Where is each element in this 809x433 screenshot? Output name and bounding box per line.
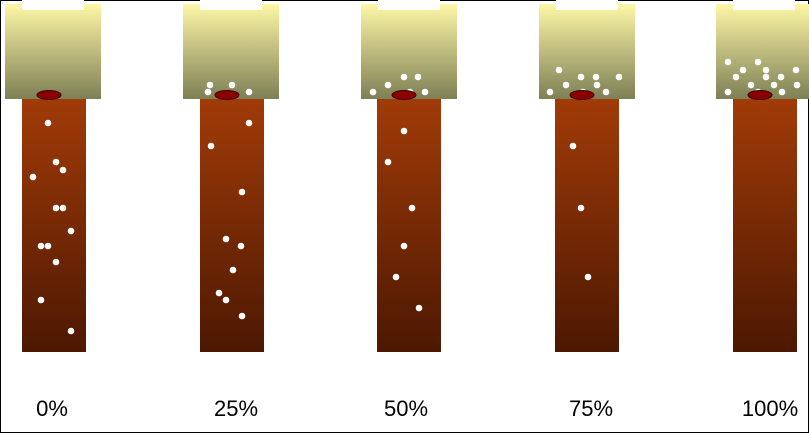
particle <box>59 204 67 212</box>
particle <box>229 266 237 274</box>
particle <box>369 88 377 96</box>
opening <box>747 90 773 100</box>
particle <box>777 73 785 81</box>
opening <box>569 90 595 100</box>
particle <box>555 66 563 74</box>
particle <box>400 242 408 250</box>
upper-chamber <box>539 4 635 99</box>
particle <box>747 81 755 89</box>
particle <box>29 173 37 181</box>
stage-3 <box>539 0 635 352</box>
particle <box>724 58 732 66</box>
stage-1 <box>183 0 279 352</box>
lower-column <box>733 99 797 352</box>
particle <box>222 296 230 304</box>
opening <box>36 90 62 100</box>
particle <box>245 119 253 127</box>
particle <box>415 304 423 312</box>
particle <box>44 242 52 250</box>
stage-label-25: 25% <box>213 396 259 421</box>
stage-label-100: 100% <box>741 396 799 421</box>
particle <box>793 81 801 89</box>
particle <box>584 273 592 281</box>
particle <box>384 81 392 89</box>
particle <box>52 258 60 266</box>
particle <box>207 142 215 150</box>
particle <box>52 204 60 212</box>
particle <box>762 66 770 74</box>
particle <box>215 289 223 297</box>
stage-label-75: 75% <box>568 396 614 421</box>
particle <box>67 227 75 235</box>
particle <box>245 88 253 96</box>
upper-chamber <box>361 4 457 99</box>
upper-chamber <box>716 4 809 99</box>
particle <box>37 242 45 250</box>
opening <box>214 90 240 100</box>
particle <box>237 242 245 250</box>
particle <box>615 73 623 81</box>
particle <box>577 73 585 81</box>
particle <box>238 312 246 320</box>
particle <box>754 58 762 66</box>
top-opening <box>378 0 440 10</box>
particle <box>37 296 45 304</box>
particle <box>762 73 770 81</box>
stage-2 <box>361 0 457 352</box>
particle <box>593 81 601 89</box>
particle <box>400 73 408 81</box>
stage-4 <box>716 0 809 352</box>
particle <box>206 81 214 89</box>
particle <box>228 81 236 89</box>
particle <box>52 158 60 166</box>
particle <box>792 66 800 74</box>
particle <box>204 88 212 96</box>
particle <box>59 166 67 174</box>
lower-column <box>377 99 441 352</box>
particle <box>400 127 408 135</box>
top-opening <box>556 0 618 10</box>
particle <box>602 88 610 96</box>
lower-column <box>22 99 86 352</box>
particle <box>44 119 52 127</box>
particle <box>67 327 75 335</box>
particle <box>739 66 747 74</box>
upper-chamber <box>5 4 101 99</box>
particle <box>222 235 230 243</box>
particle <box>414 73 422 81</box>
particle <box>384 158 392 166</box>
top-opening <box>22 0 84 10</box>
particle <box>577 204 585 212</box>
opening <box>391 90 417 100</box>
stage-label-50: 50% <box>383 396 429 421</box>
stage-label-0: 0% <box>36 396 68 421</box>
top-opening <box>200 0 262 10</box>
particle <box>562 81 570 89</box>
stage-0 <box>5 0 101 352</box>
particle <box>770 81 778 89</box>
lower-column <box>200 99 264 352</box>
particle <box>778 88 786 96</box>
particle <box>724 88 732 96</box>
lower-column <box>555 99 619 352</box>
particle <box>592 73 600 81</box>
particle <box>569 142 577 150</box>
top-opening <box>733 0 795 10</box>
particle <box>238 188 246 196</box>
particle <box>732 73 740 81</box>
particle <box>408 204 416 212</box>
particle <box>392 273 400 281</box>
particle <box>546 88 554 96</box>
particle <box>421 88 429 96</box>
